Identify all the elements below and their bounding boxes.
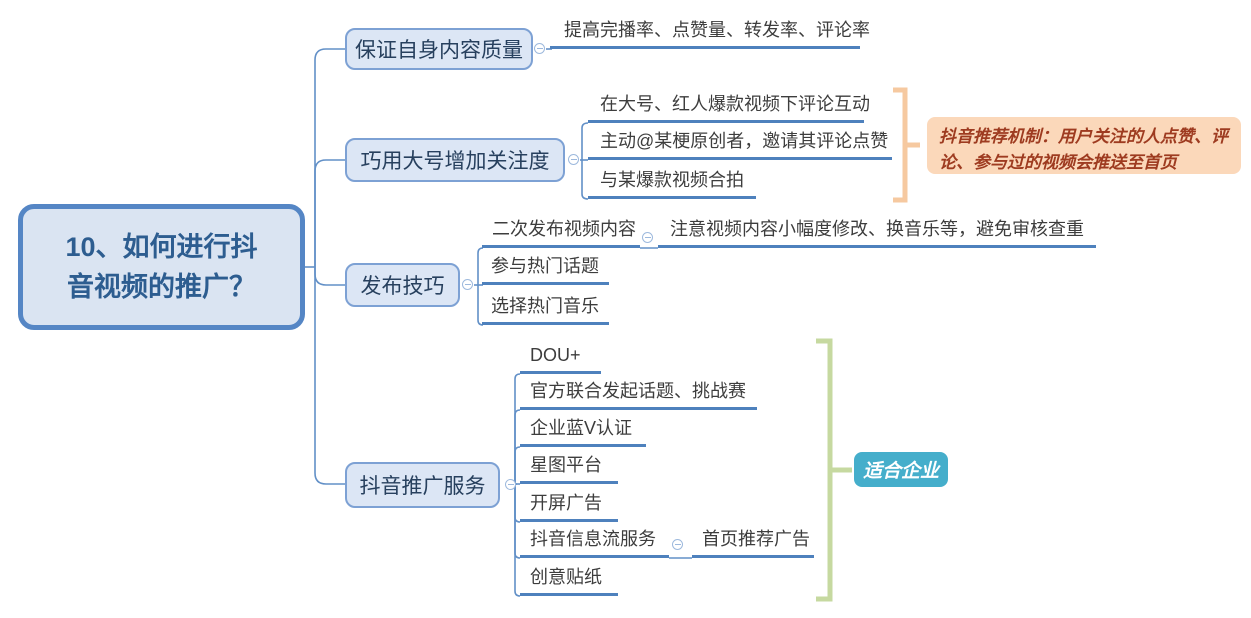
subtopic[interactable]: 在大号、红人爆款视频下评论互动 [588, 93, 870, 123]
topic-publish-tips[interactable]: 发布技巧 [345, 263, 460, 307]
subtopic[interactable]: 创意贴纸 [520, 566, 618, 596]
topic-use-big-accounts[interactable]: 巧用大号增加关注度 [345, 138, 565, 182]
subtopic[interactable]: DOU+ [520, 344, 601, 374]
summary-bracket-green [816, 338, 852, 602]
subtopic[interactable]: 星图平台 [520, 454, 618, 484]
subtopic[interactable]: 选择热门音乐 [482, 295, 609, 325]
subtopic[interactable]: 参与热门话题 [482, 255, 609, 285]
subtopic-detail[interactable]: 注意视频内容小幅度修改、换音乐等，避免审核查重 [658, 218, 1096, 248]
collapse-icon[interactable] [642, 232, 653, 243]
subtopic-detail[interactable]: 首页推荐广告 [692, 528, 814, 558]
subtopic[interactable]: 提高完播率、点赞量、转发率、评论率 [550, 19, 870, 49]
collapse-icon[interactable] [672, 539, 683, 550]
summary-bracket-orange [893, 87, 920, 203]
collapse-icon[interactable] [534, 43, 545, 54]
collapse-icon[interactable] [568, 154, 579, 165]
subtopic[interactable]: 官方联合发起话题、挑战赛 [520, 380, 757, 410]
root-topic[interactable]: 10、如何进行抖音视频的推广？ [18, 204, 305, 330]
subtopic[interactable]: 抖音信息流服务 [520, 528, 669, 558]
subtopic[interactable]: 开屏广告 [520, 492, 618, 522]
collapse-icon[interactable] [462, 279, 473, 290]
subtopic[interactable]: 与某爆款视频合拍 [588, 169, 756, 199]
subtopic[interactable]: 主动@某梗原创者，邀请其评论点赞 [588, 130, 892, 160]
collapse-icon[interactable] [505, 479, 516, 490]
topic-content-quality[interactable]: 保证自身内容质量 [345, 28, 533, 70]
subtopic[interactable]: 企业蓝V认证 [520, 417, 646, 447]
subtopic[interactable]: 二次发布视频内容 [482, 218, 640, 248]
summary-note-for-enterprise[interactable]: 适合企业 [854, 452, 948, 487]
summary-note-recommendation[interactable]: 抖音推荐机制：用户关注的人点赞、评论、参与过的视频会推送至首页 [927, 117, 1241, 174]
topic-promo-services[interactable]: 抖音推广服务 [345, 462, 500, 508]
